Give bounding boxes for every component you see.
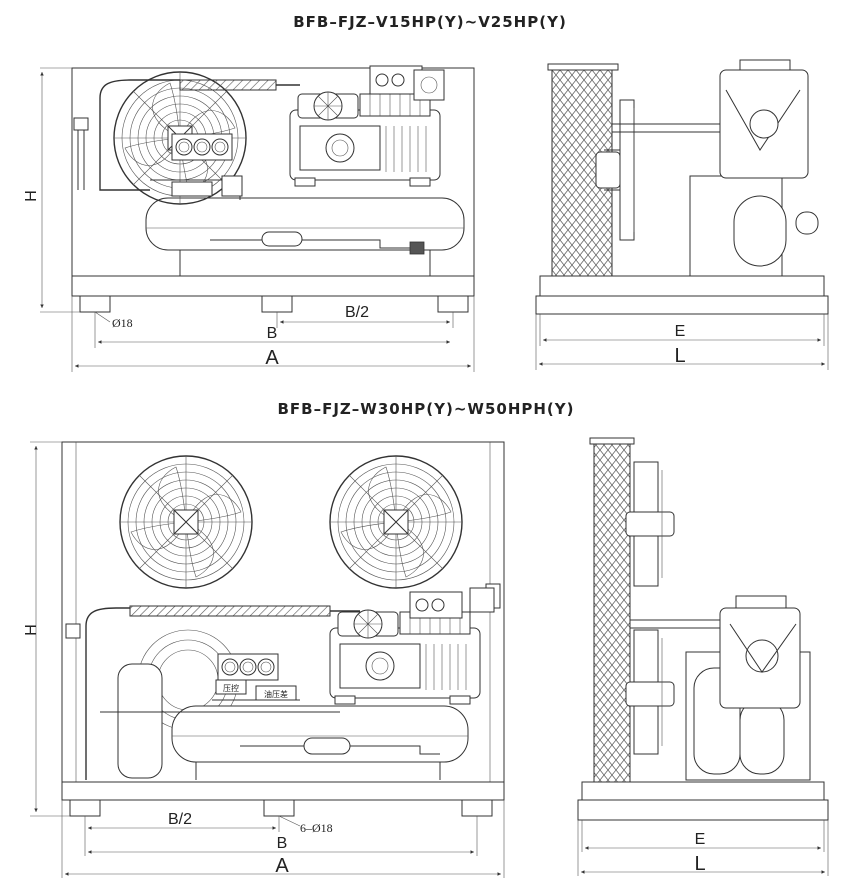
drawing-1-dim-l: L: [674, 345, 685, 367]
drawing-2-label-pressure-control: 压控: [223, 683, 239, 693]
drawing-2-label-oil-pressure: 油压差: [264, 689, 288, 699]
drawing-2: BFB–FJZ–W30HP(Y)~W50HPH(Y): [23, 400, 829, 878]
drawing-1-dim-b: B: [267, 325, 278, 342]
drawing-1-dim-h: H: [23, 190, 40, 202]
drawing-2-dim-h: H: [23, 624, 40, 636]
drawing-2-dim-e: E: [695, 831, 706, 848]
drawing-2-dim-hole: 6–Ø18: [300, 821, 333, 835]
drawing-2-side-view: E L: [577, 437, 829, 876]
drawing-1: BFB–FJZ–V15HP(Y)~V25HP(Y): [23, 13, 829, 372]
drawing-1-dim-e: E: [675, 323, 686, 340]
drawing-2-title: BFB–FJZ–W30HP(Y)~W50HPH(Y): [277, 400, 574, 418]
drawing-2-dim-a: A: [275, 855, 289, 877]
drawing-1-front-view: H Ø18 B/2 B A: [23, 65, 475, 372]
drawing-1-dim-half-b: B/2: [345, 304, 369, 321]
drawing-2-front-view: 压控 油压差 H B/2 6–Ø18 B A: [23, 441, 505, 878]
drawing-1-dim-a: A: [265, 347, 279, 369]
drawing-2-dim-half-b: B/2: [168, 811, 192, 828]
drawing-1-title: BFB–FJZ–V15HP(Y)~V25HP(Y): [293, 13, 567, 31]
drawing-1-dim-hole: Ø18: [112, 316, 133, 330]
drawing-2-dim-l: L: [694, 853, 705, 875]
drawing-2-dim-b: B: [277, 835, 288, 852]
drawing-1-side-view: E L: [535, 59, 829, 370]
